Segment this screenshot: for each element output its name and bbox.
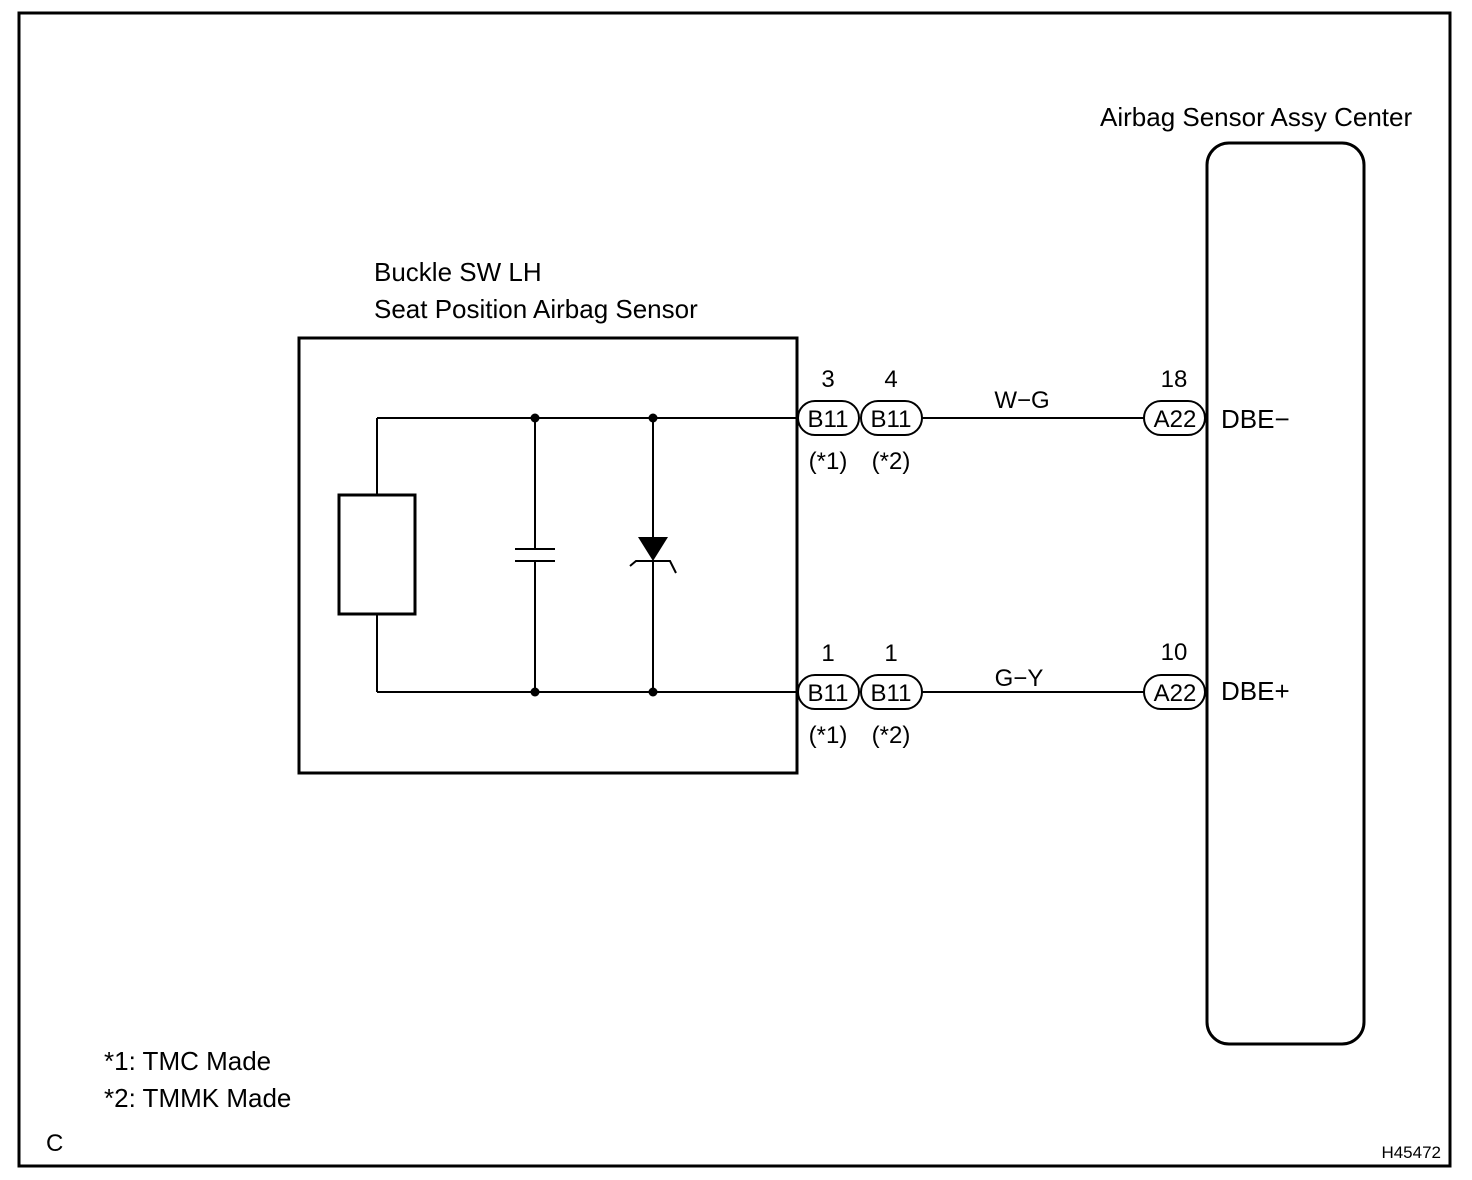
pin-number: 3 <box>821 366 834 393</box>
connector-label: B11 <box>808 406 849 433</box>
connector-label: B11 <box>871 406 912 433</box>
connector-oval <box>1143 674 1206 710</box>
diagram-frame <box>17 11 1452 1168</box>
ecu-title: Airbag Sensor Assy Center <box>1100 102 1412 132</box>
pin-number: 18 <box>1161 366 1188 393</box>
connector-oval <box>797 400 860 436</box>
zener-diode-symbol <box>638 537 668 561</box>
sensor-box <box>297 336 799 775</box>
figure-id: H45472 <box>1381 1143 1441 1162</box>
pin-number: 4 <box>884 366 897 393</box>
footnote-1: *1: TMC Made <box>104 1046 271 1076</box>
connector-oval <box>1143 400 1206 436</box>
terminal-label: DBE− <box>1221 404 1290 434</box>
corner-code: C <box>46 1130 63 1157</box>
connector-note: (*1) <box>809 448 848 475</box>
bottom-row-circuit: 1 1 B11 B11 (*1) (*2) G−Y 10 A22 DBE+ <box>797 639 1290 749</box>
footnote-2: *2: TMMK Made <box>104 1083 291 1113</box>
terminal-label: DBE+ <box>1221 676 1290 706</box>
sensor-title-line2: Seat Position Airbag Sensor <box>374 294 698 324</box>
connector-note: (*1) <box>809 722 848 749</box>
connector-label: A22 <box>1154 680 1197 707</box>
resistor-symbol <box>337 493 417 616</box>
pin-number: 1 <box>821 640 834 667</box>
ecu-box <box>1205 141 1366 1046</box>
connector-note: (*2) <box>872 722 911 749</box>
connector-label: B11 <box>808 680 849 707</box>
wire-color-label: W−G <box>994 387 1049 414</box>
wire-color-label: G−Y <box>995 665 1044 692</box>
pin-number: 10 <box>1161 639 1188 666</box>
connector-label: A22 <box>1154 406 1197 433</box>
sensor-internal-circuit <box>337 413 797 697</box>
connector-oval <box>797 674 860 710</box>
connector-note: (*2) <box>872 448 911 475</box>
sensor-title-line1: Buckle SW LH <box>374 257 542 287</box>
top-row-circuit: 3 4 B11 B11 (*1) (*2) W−G 18 A22 DBE− <box>797 366 1290 475</box>
pin-number: 1 <box>884 640 897 667</box>
connector-label: B11 <box>871 680 912 707</box>
